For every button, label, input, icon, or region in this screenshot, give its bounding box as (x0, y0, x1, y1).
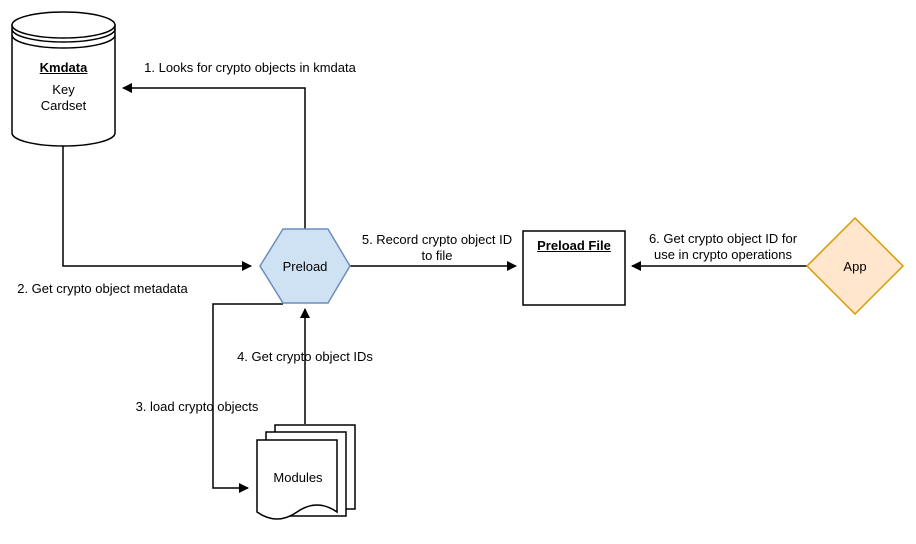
preload-file-title: Preload File (537, 238, 611, 253)
modules-label: Modules (273, 470, 323, 485)
edge-1-looks-for-crypto-objects (122, 83, 306, 229)
app-diamond-fill (805, 216, 905, 316)
edge-3-load-crypto-objects (212, 303, 283, 493)
edge-1-label: 1. Looks for crypto objects in kmdata (144, 60, 356, 75)
edge-5-label: 5. Record crypto object ID to file (361, 232, 513, 263)
preload-hexagon-shape (259, 228, 351, 304)
kmdata-cylinder-shape (11, 11, 116, 147)
kmdata-subtitle: Key Cardset (40, 82, 87, 113)
edge-4-label: 4. Get crypto object IDs (237, 349, 373, 364)
kmdata-title: Kmdata (39, 60, 88, 75)
edge-6-label: 6. Get crypto object ID for use in crypt… (648, 231, 798, 262)
preload-file-rect-shape (522, 230, 626, 306)
app-diamond-shape (805, 216, 905, 316)
edge-3-label: 3. load crypto objects (135, 399, 259, 414)
preload-hexagon-fill (259, 228, 351, 304)
edge-2-get-crypto-object-metadata (62, 146, 252, 271)
preload-label: Preload (282, 259, 328, 274)
edge-2-label: 2. Get crypto object metadata (17, 281, 188, 296)
app-label: App (843, 259, 867, 274)
modules-document-shape (256, 424, 356, 520)
